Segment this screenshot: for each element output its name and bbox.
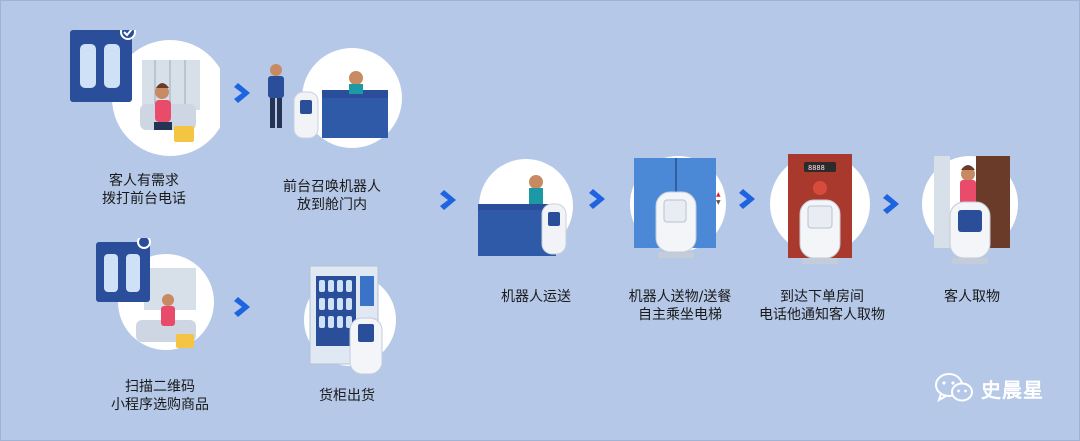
svg-text:▲: ▲ — [716, 191, 721, 198]
guest-pickup-illustration — [922, 156, 1018, 264]
robot-elevator-illustration: ▲ ▼ — [630, 156, 726, 258]
step-vending — [298, 262, 398, 382]
chevron-right-icon — [589, 189, 605, 209]
chevron-right-icon — [234, 297, 250, 317]
svg-text:8888: 8888 — [808, 164, 825, 172]
robot-door-arrive-illustration: 8888 — [770, 154, 870, 264]
step-front-desk — [260, 48, 410, 158]
step-arrive-room: 8888 — [770, 152, 870, 268]
step-arrive-room-label: 到达下单房间 电话他通知客人取物 — [759, 289, 885, 323]
step-robot-elevator: ▲ ▼ — [628, 154, 728, 266]
chevron-right-icon — [440, 190, 456, 210]
step-guest-call-label: 客人有需求 拨打前台电话 — [102, 173, 186, 207]
step-vending-label: 货柜出货 — [319, 388, 375, 404]
step-robot-delivery-label: 机器人运送 — [501, 289, 571, 305]
step-scan-qr-label: 扫描二维码 小程序选购商品 — [111, 379, 209, 413]
guest-phone-call-illustration — [70, 24, 228, 156]
step-scan-qr — [96, 235, 216, 358]
step-guest-pickup-label: 客人取物 — [944, 289, 1000, 305]
watermark: 史晨星 — [935, 372, 1044, 404]
chevron-right-icon — [883, 194, 899, 214]
svg-text:▼: ▼ — [716, 199, 721, 206]
step-front-desk-label: 前台召唤机器人 放到舱门内 — [283, 179, 381, 213]
step-robot-elevator-label: 机器人送物/送餐 自主乘坐电梯 — [628, 289, 732, 323]
vending-cabinet-illustration — [304, 265, 396, 375]
step-guest-call — [70, 24, 228, 160]
wechat-icon — [935, 373, 973, 403]
step-robot-delivery — [478, 158, 578, 258]
front-desk-robot-illustration — [268, 48, 402, 148]
guest-scan-qr-illustration — [96, 235, 214, 350]
chevron-right-icon — [739, 189, 755, 209]
step-guest-pickup — [920, 152, 1020, 272]
robot-delivery-illustration — [478, 159, 573, 256]
chevron-right-icon — [234, 83, 250, 103]
watermark-text: 史晨星 — [981, 377, 1044, 402]
